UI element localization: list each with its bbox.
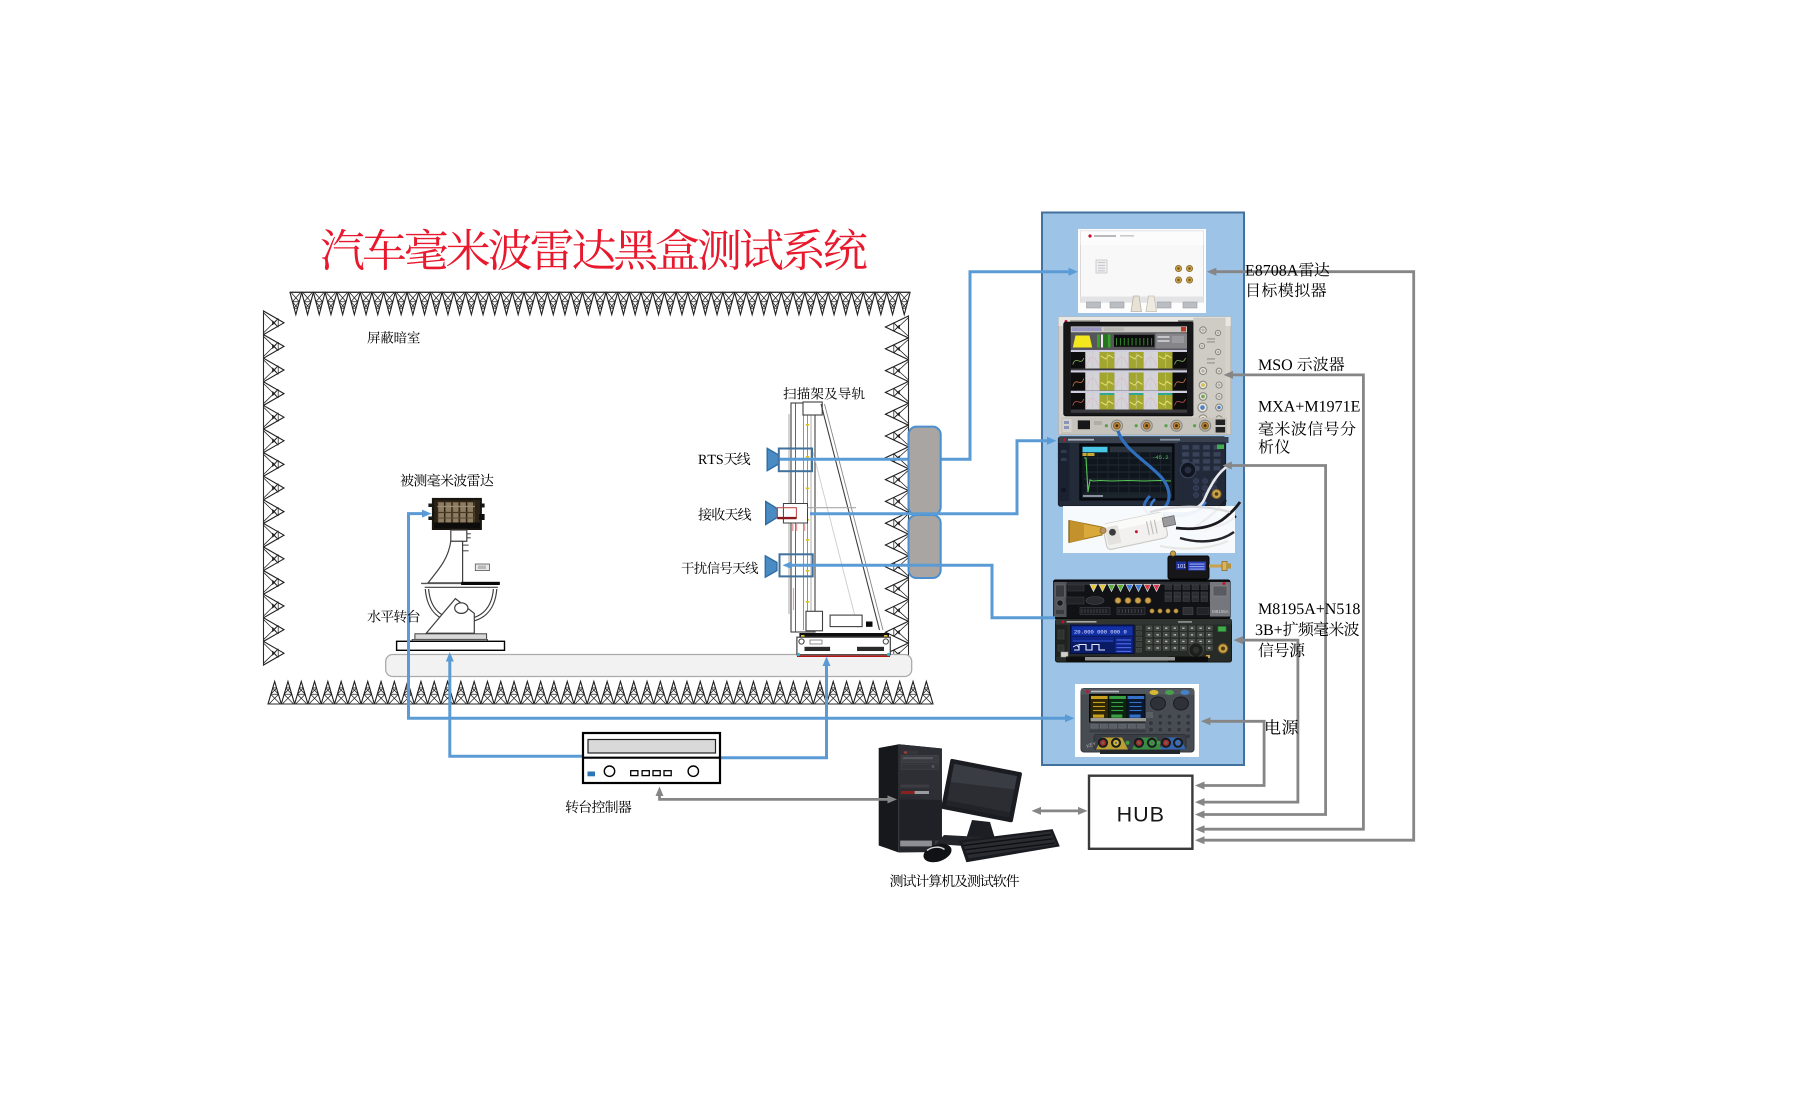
svg-text:KEY: KEY [1086, 741, 1098, 750]
svg-text:20.000 000 000 0: 20.000 000 000 0 [1074, 629, 1127, 636]
svg-text:-45.2: -45.2 [1152, 454, 1169, 461]
svg-text:M8195A: M8195A [1212, 609, 1229, 614]
svg-text:101: 101 [1177, 564, 1186, 570]
svg-text:HUB: HUB [1117, 803, 1165, 827]
